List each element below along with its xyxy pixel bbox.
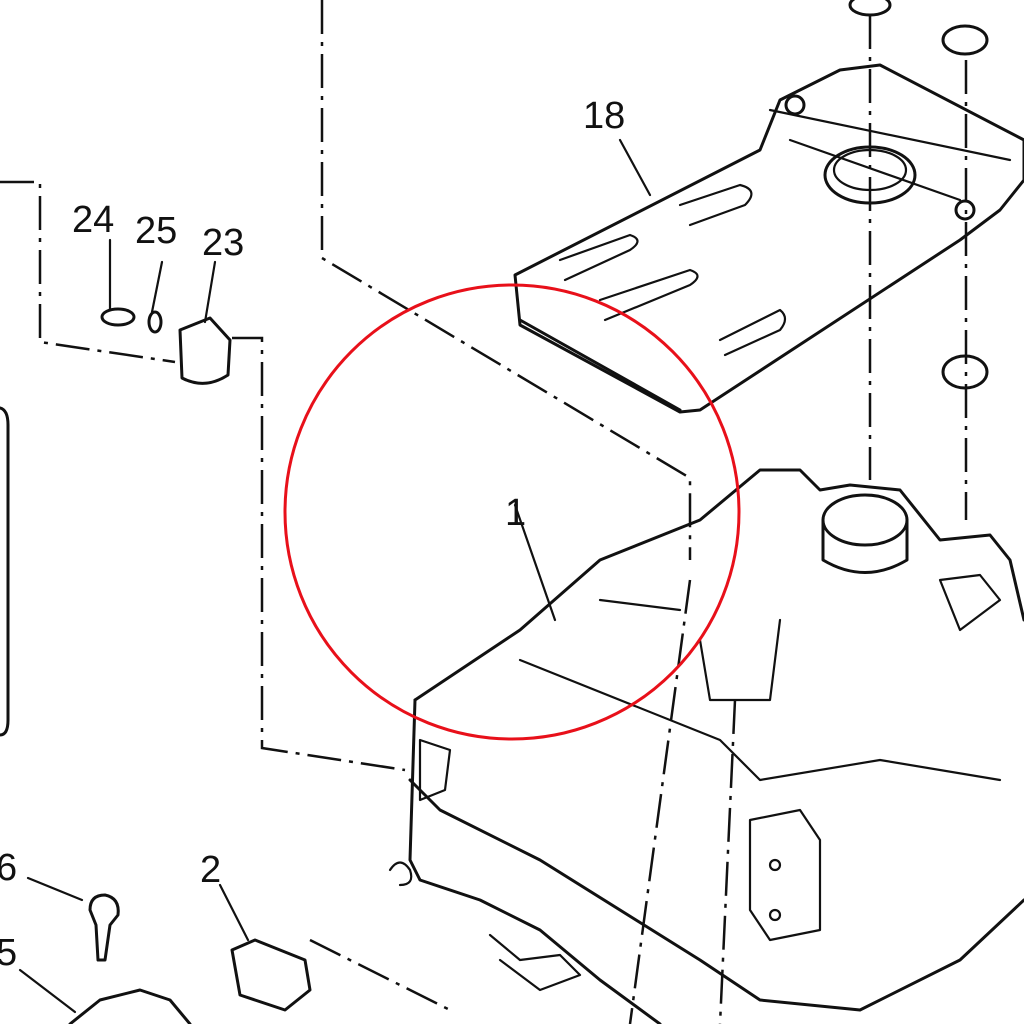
part-24-screw: [100, 307, 136, 327]
part-6-bolt: [88, 893, 120, 962]
callout-25: 25: [135, 210, 177, 252]
callout-23: 23: [202, 222, 244, 264]
adjacent-part-edge: [0, 406, 10, 737]
callout-24: 24: [72, 199, 114, 241]
part-23-cap: [178, 316, 232, 385]
small-parts: [68, 307, 312, 1024]
callout-6: 6: [0, 847, 17, 889]
callout-2: 2: [200, 849, 221, 891]
part-1-tank: [388, 468, 1024, 1024]
part-18-cover: [513, 0, 1024, 414]
callout-5: 5: [0, 932, 17, 974]
part-5-bracket: [68, 988, 192, 1024]
part-25-washer: [147, 310, 163, 334]
part-2-grommet: [230, 938, 312, 1012]
callout-1: 1: [505, 492, 526, 534]
callout-leaders: [18, 138, 652, 1014]
highlight-circle: [283, 283, 741, 741]
callout-18: 18: [583, 95, 625, 137]
